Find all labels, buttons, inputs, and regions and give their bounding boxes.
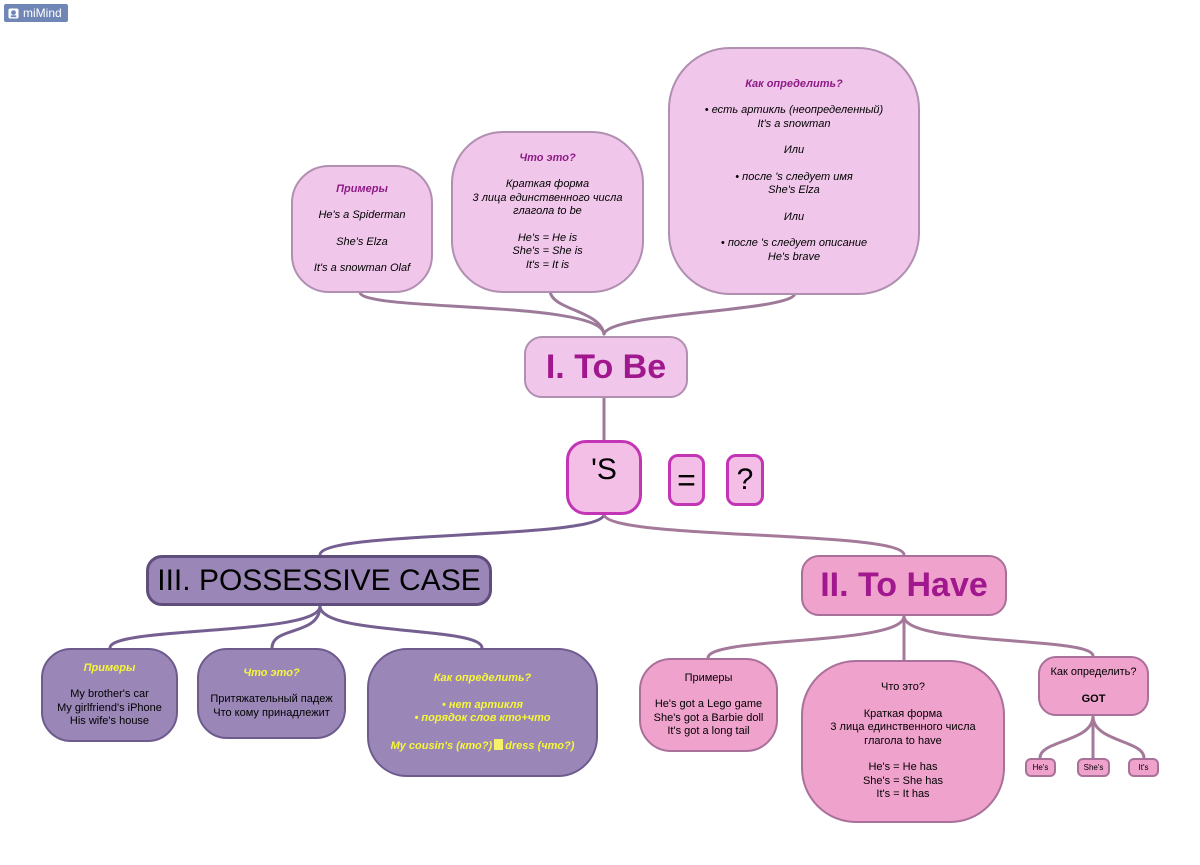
possessive-what-heading: Что это?: [243, 666, 300, 679]
equals-node[interactable]: =: [668, 454, 705, 506]
to-have-title: II. To Have: [820, 566, 988, 604]
center-s-label: 'S: [591, 453, 617, 486]
possessive-examples-heading: Примеры: [83, 661, 136, 674]
possessive-how-rule-1: • нет артикля: [441, 698, 523, 711]
to-have-examples-node[interactable]: Примеры He's got a Lego game She's got a…: [639, 658, 778, 752]
to-have-how-node[interactable]: Как определить? GOT: [1038, 656, 1149, 716]
to-have-what-heading: Что это?: [881, 681, 925, 694]
to-have-sub-shes-label: She's: [1083, 762, 1104, 772]
text-cursor-block: [494, 738, 504, 750]
to-have-examples-heading: Примеры: [684, 671, 733, 684]
to-be-examples-heading: Примеры: [336, 182, 388, 195]
equals-label: =: [677, 461, 696, 498]
possessive-how-node[interactable]: Как определить? • нет артикля • порядок …: [367, 648, 598, 777]
to-be-what-heading: Что это?: [519, 151, 576, 164]
to-be-what-node[interactable]: Что это? Краткая форма 3 лица единственн…: [451, 131, 644, 293]
possessive-what-node[interactable]: Что это? Притяжательный падеж Что кому п…: [197, 648, 346, 739]
possessive-how-heading: Как определить?: [433, 672, 532, 684]
to-be-examples-node[interactable]: Примеры He's a Spiderman She's Elza It's…: [291, 165, 433, 293]
to-have-examples-lines: He's got a Lego game She's got a Barbie …: [653, 698, 764, 737]
to-be-title: I. To Be: [545, 347, 667, 386]
to-have-sub-hes-node[interactable]: He's: [1025, 758, 1056, 777]
to-be-how-rule-1: • есть артикль (неопределенный) It's a s…: [704, 104, 884, 130]
to-have-title-node[interactable]: II. To Have: [801, 555, 1007, 616]
to-have-what-equivalents: He's = He has She's = She has It's = It …: [862, 761, 944, 801]
possessive-how-rule-2: • порядок слов кто+что: [414, 712, 551, 724]
possessive-title: III. POSSESSIVE CASE: [157, 563, 481, 597]
possessive-examples-node[interactable]: Примеры My brother's car My girlfriend's…: [41, 648, 178, 742]
to-have-sub-its-label: It's: [1138, 762, 1149, 772]
to-be-what-equivalents: He's = He is She's = She is It's = It is: [512, 231, 583, 271]
to-be-examples-line-1: He's a Spiderman: [318, 209, 406, 221]
center-s-node[interactable]: 'S: [566, 440, 642, 515]
to-be-how-or-2: Или: [783, 210, 805, 223]
to-have-what-node[interactable]: Что это? Краткая форма 3 лица единственн…: [801, 660, 1005, 823]
mimind-logo-icon: [8, 7, 19, 19]
to-be-how-node[interactable]: Как определить? • есть артикль (неопреде…: [668, 47, 920, 295]
question-node[interactable]: ?: [726, 454, 764, 506]
possessive-how-example-right: dress (что?): [505, 739, 575, 752]
to-have-how-got: GOT: [1081, 692, 1106, 705]
question-label: ?: [736, 463, 754, 496]
to-have-sub-shes-node[interactable]: She's: [1077, 758, 1110, 777]
mimind-watermark: miMind: [4, 4, 68, 22]
to-have-sub-its-node[interactable]: It's: [1128, 758, 1159, 777]
to-be-title-node[interactable]: I. To Be: [524, 336, 688, 398]
to-have-sub-hes-label: He's: [1032, 762, 1049, 772]
watermark-label: miMind: [23, 6, 62, 20]
possessive-what-lines: Притяжательный падеж Что кому принадлежи…: [210, 693, 333, 719]
to-be-how-rule-2: • после 's следует имя She's Elza: [735, 170, 853, 197]
possessive-title-node[interactable]: III. POSSESSIVE CASE: [146, 555, 492, 606]
possessive-how-example-left: My cousin's (кто?): [390, 739, 493, 752]
to-be-examples-line-2: She's Elza: [336, 235, 388, 248]
to-have-what-definition: Краткая форма 3 лица единственного числа…: [830, 707, 976, 747]
to-be-how-heading: Как определить?: [745, 77, 843, 90]
possessive-how-example: My cousin's (кто?) dress (что?): [390, 738, 575, 754]
to-be-how-rule-3: • после 's следует описание He's brave: [720, 237, 868, 263]
to-be-examples-line-3: It's a snowman Olaf: [313, 262, 411, 274]
to-be-how-or-1: Или: [783, 144, 805, 157]
to-be-what-definition: Краткая форма 3 лица единственного числа…: [472, 178, 623, 218]
possessive-examples-lines: My brother's car My girlfriend's iPhone …: [57, 688, 162, 727]
to-have-how-heading: Как определить?: [1050, 666, 1137, 678]
